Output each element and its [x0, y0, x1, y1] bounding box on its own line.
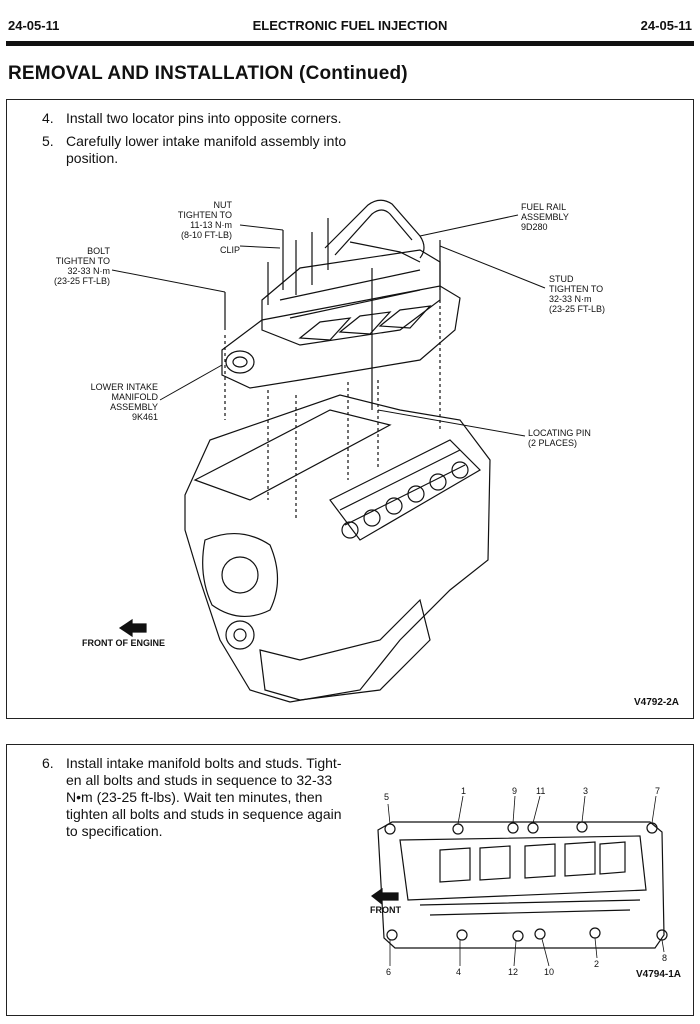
sequence-label-7: 7 [655, 786, 661, 796]
label-stud: STUD TIGHTEN TO 32-33 N·m (23-25 FT-LB) [549, 274, 606, 314]
lower-intake-manifold [221, 285, 461, 389]
manifold-outline [377, 821, 665, 949]
sequence-label-9: 9 [512, 786, 518, 796]
sequence-label-12: 12 [508, 967, 519, 977]
sequence-label-4: 4 [456, 967, 462, 977]
sequence-label-10: 10 [544, 967, 555, 977]
sequence-label-6: 6 [386, 967, 392, 977]
sequence-label-8: 8 [662, 953, 668, 963]
header-rule [6, 41, 694, 46]
sequence-label-2: 2 [594, 959, 600, 969]
figure-id-1: V4792-2A [634, 697, 680, 708]
label-clip: CLIP [219, 245, 240, 255]
figure-panel-2 [6, 744, 694, 1016]
section-number-right: 24-05-11 [640, 18, 692, 33]
figure-id-2: V4794-1A [636, 969, 682, 980]
section-number-left: 24-05-11 [8, 18, 60, 33]
page-title: REMOVAL AND INSTALLATION (Continued) [8, 63, 408, 84]
sequence-label-5: 5 [384, 792, 390, 802]
sequence-label-1: 1 [461, 786, 467, 796]
fuel-rail [324, 199, 425, 259]
figure-panel-1 [6, 99, 694, 719]
label-locating-pin: LOCATING PIN (2 PLACES) [528, 428, 591, 448]
sequence-label-3: 3 [583, 786, 589, 796]
engine-block [184, 394, 491, 703]
step-5: 5. Carefully lower intake manifold assem… [42, 133, 347, 166]
label-front-of-engine: FRONT OF ENGINE [82, 638, 165, 648]
label-lower-intake-manifold: LOWER INTAKE MANIFOLD ASSEMBLY 9K461 [90, 382, 158, 422]
header-title: ELECTRONIC FUEL INJECTION [252, 18, 448, 33]
sequence-label-11: 11 [536, 786, 546, 796]
label-nut: NUT TIGHTEN TO 11-13 N·m (8-10 FT-LB) [177, 200, 232, 240]
label-fuel-rail-assembly: FUEL RAIL ASSEMBLY 9D280 [521, 202, 569, 232]
label-bolt: BOLT TIGHTEN TO 32-33 N·m (23-25 FT-LB) [53, 246, 110, 286]
label-front: FRONT [370, 905, 401, 915]
